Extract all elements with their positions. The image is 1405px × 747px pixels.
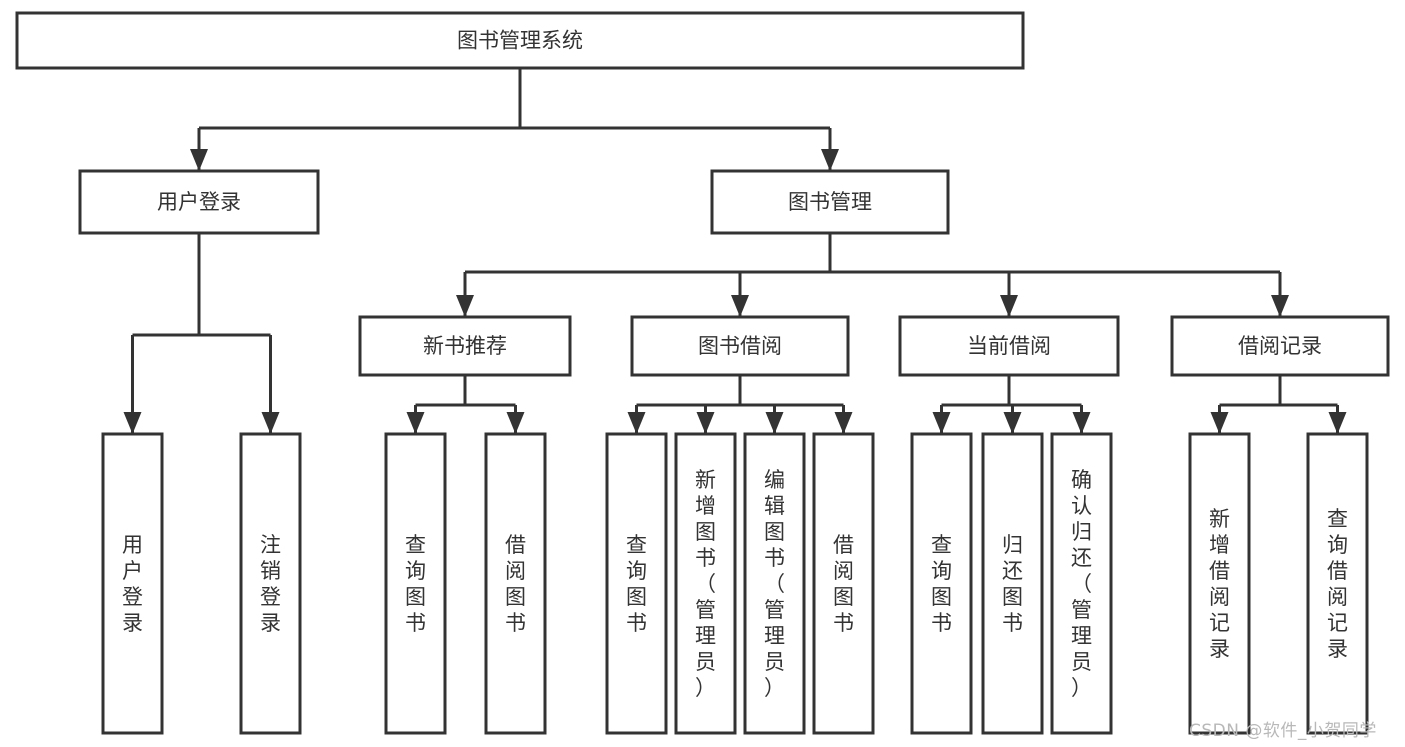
node-label-login: 用户登录 [157,190,241,214]
node-label-leaf-b-query: 查询图书 [626,533,647,635]
node-leaf-r-add[interactable]: 新增借阅记录 [1188,432,1251,735]
node-box-leaf-r-query [1306,432,1369,735]
node-box-records [1170,315,1390,377]
node-label-current: 当前借阅 [967,334,1051,358]
node-leaf-b-query[interactable]: 查询图书 [605,432,668,735]
node-label-root: 图书管理系统 [457,29,583,53]
node-leaf-new-borrow[interactable]: 借阅图书 [484,432,547,735]
node-leaf-c-return[interactable]: 归还图书 [981,432,1044,735]
node-label-leaf-r-add: 新增借阅记录 [1209,507,1230,661]
node-box-leaf-c-query [910,432,973,735]
node-label-borrow: 图书借阅 [698,334,782,358]
node-records[interactable]: 借阅记录 [1170,315,1390,377]
node-label-bookmgmt: 图书管理 [788,190,872,214]
node-leaf-c-query[interactable]: 查询图书 [910,432,973,735]
node-leaf-b-borrow[interactable]: 借阅图书 [812,432,875,735]
node-label-leaf-user-login: 用户登录 [122,533,143,635]
node-label-leaf-c-return: 归还图书 [1002,533,1023,635]
node-newbook[interactable]: 新书推荐 [358,315,572,377]
node-leaf-r-query[interactable]: 查询借阅记录 [1306,432,1369,735]
node-current[interactable]: 当前借阅 [898,315,1120,377]
node-box-leaf-b-add [674,432,737,735]
node-box-leaf-b-borrow [812,432,875,735]
node-box-login [78,169,320,235]
node-root[interactable]: 图书管理系统 [15,11,1025,70]
node-box-leaf-b-edit [743,432,806,735]
node-box-root [15,11,1025,70]
node-label-records: 借阅记录 [1238,334,1322,358]
node-box-leaf-new-query [384,432,447,735]
node-box-leaf-b-query [605,432,668,735]
node-label-leaf-c-confirm: 确认归还（管理员） [1071,468,1092,700]
node-leaf-b-add[interactable]: 新增图书（管理员） [674,432,737,735]
node-borrow[interactable]: 图书借阅 [630,315,850,377]
node-box-leaf-c-confirm [1050,432,1113,735]
node-label-leaf-user-logout: 注销登录 [260,533,281,635]
node-box-current [898,315,1120,377]
node-leaf-user-login[interactable]: 用户登录 [101,432,164,735]
node-leaf-new-query[interactable]: 查询图书 [384,432,447,735]
node-leaf-c-confirm[interactable]: 确认归还（管理员） [1050,432,1113,735]
node-box-leaf-user-login [101,432,164,735]
node-leaf-b-edit[interactable]: 编辑图书（管理员） [743,432,806,735]
node-label-leaf-r-query: 查询借阅记录 [1327,507,1348,661]
node-box-leaf-user-logout [239,432,302,735]
node-label-leaf-b-edit: 编辑图书（管理员） [764,468,785,700]
node-label-leaf-new-borrow: 借阅图书 [505,533,526,635]
node-box-leaf-new-borrow [484,432,547,735]
node-label-leaf-c-query: 查询图书 [931,533,952,635]
node-box-newbook [358,315,572,377]
node-label-newbook: 新书推荐 [423,334,507,358]
node-label-leaf-b-add: 新增图书（管理员） [695,468,716,700]
node-label-leaf-b-borrow: 借阅图书 [833,533,854,635]
node-login[interactable]: 用户登录 [78,169,320,235]
node-box-bookmgmt [710,169,950,235]
node-leaf-user-logout[interactable]: 注销登录 [239,432,302,735]
node-bookmgmt[interactable]: 图书管理 [710,169,950,235]
node-box-leaf-r-add [1188,432,1251,735]
node-box-leaf-c-return [981,432,1044,735]
node-label-leaf-new-query: 查询图书 [405,533,426,635]
node-box-borrow [630,315,850,377]
